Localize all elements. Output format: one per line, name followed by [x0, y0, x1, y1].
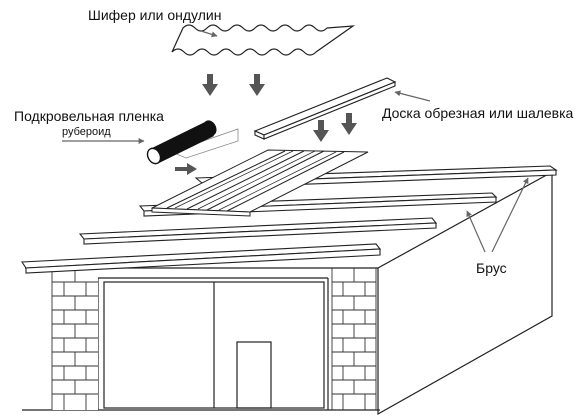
label-underlay-film: Подкровельная пленка	[14, 108, 164, 124]
arrows-slate-down	[202, 74, 265, 96]
beam-pointers	[466, 177, 529, 253]
brick-pillar-right	[331, 268, 377, 410]
decking-boards	[151, 149, 369, 217]
arrows-board-down	[313, 113, 357, 142]
film-roll	[146, 120, 239, 165]
brick-pillar-left	[51, 268, 98, 410]
label-beam: Брус	[476, 260, 507, 276]
slate-sheet	[171, 24, 356, 56]
label-slate: Шифер или ондулин	[88, 7, 222, 23]
label-roofing-felt: рубероид	[62, 126, 111, 138]
pointer-arrows	[62, 30, 431, 144]
board-single	[253, 77, 397, 140]
label-board: Доска обрезная или шалевка	[382, 105, 574, 121]
arrow-film-right	[175, 163, 197, 175]
